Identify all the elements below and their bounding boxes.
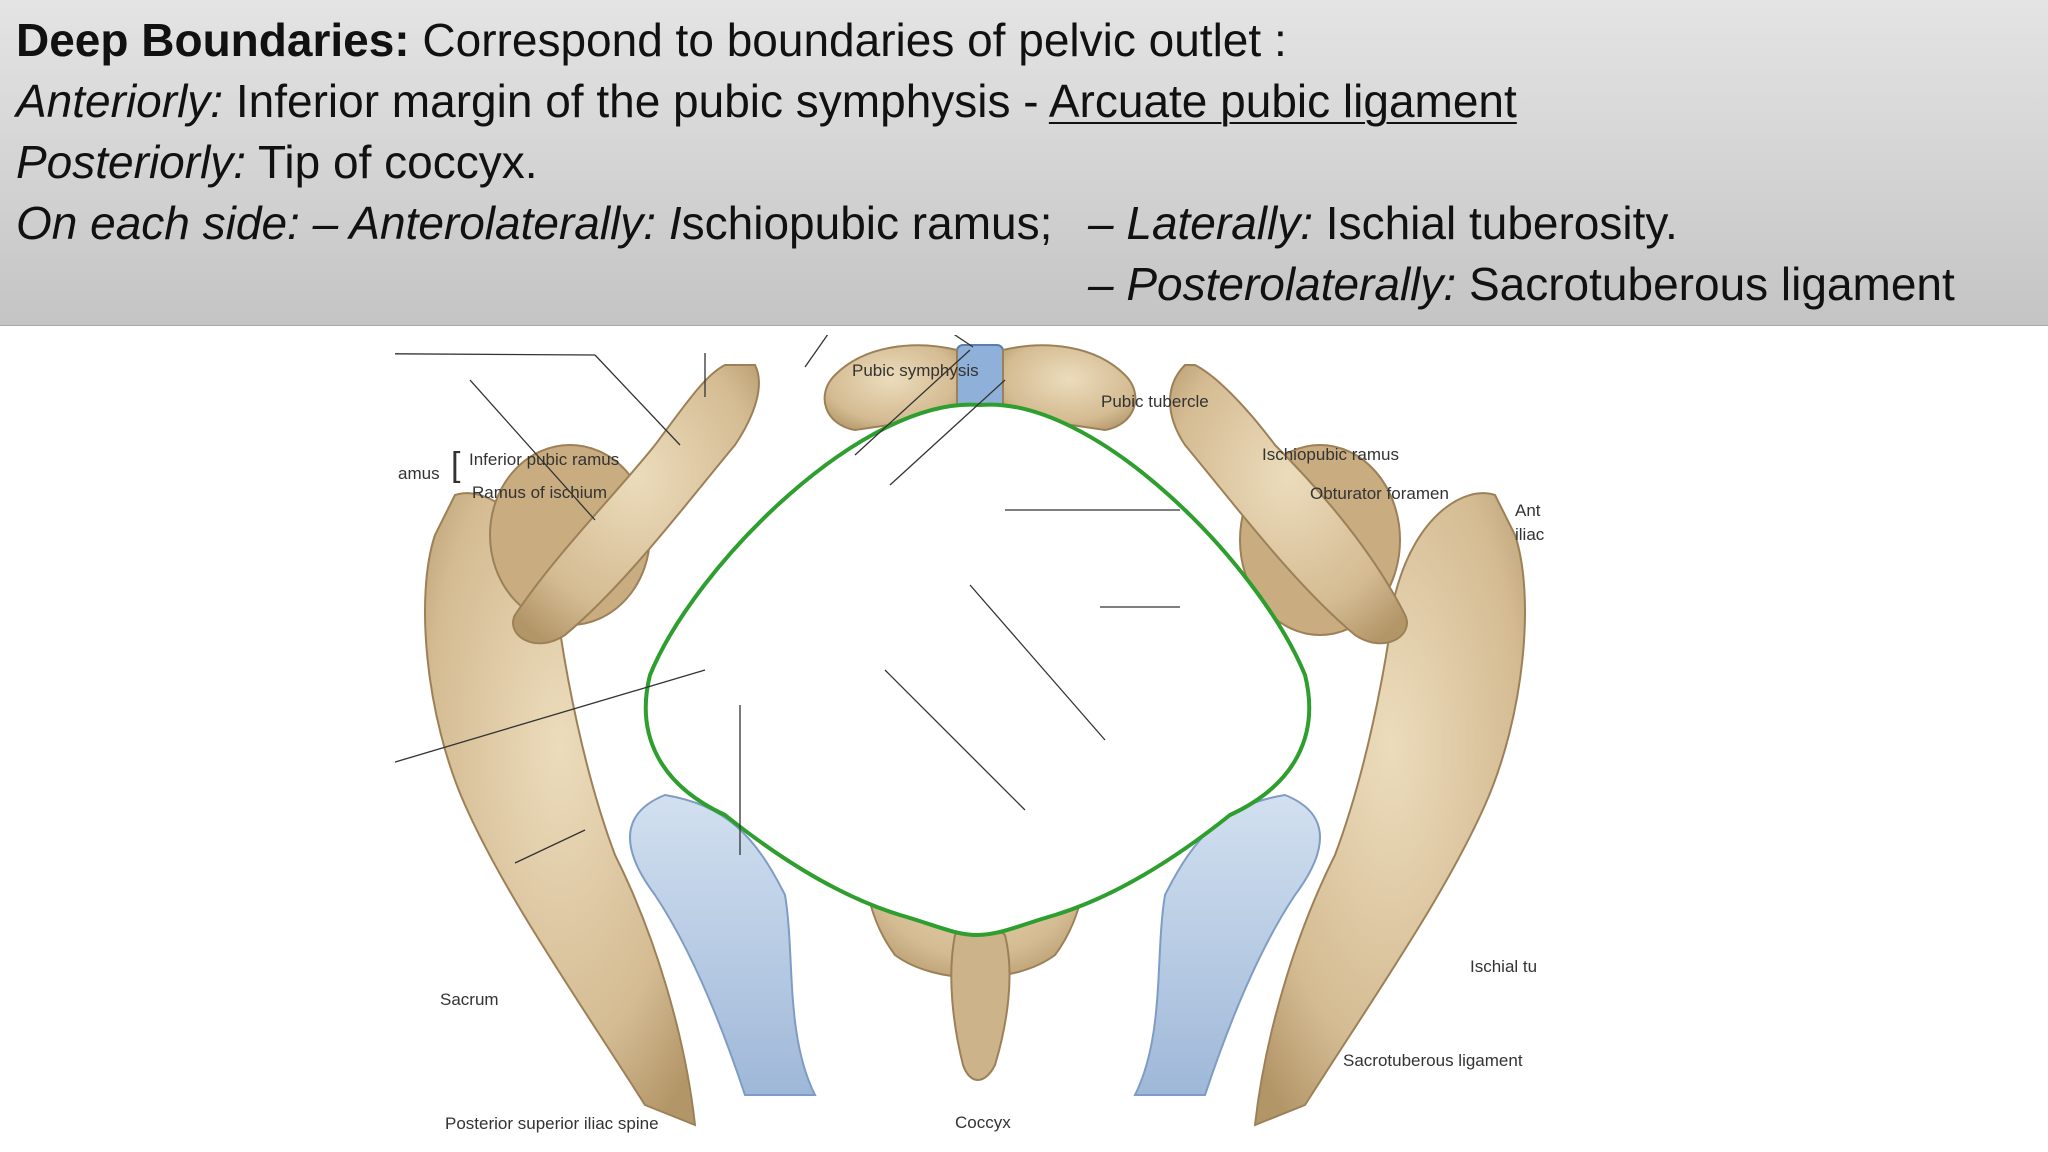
pubic-tubercle-leader — [804, 335, 829, 368]
ramus-ischium-leader — [469, 379, 596, 521]
sacrotuberous-leader — [884, 669, 1026, 811]
slide-header: Deep Boundaries: Correspond to boundarie… — [0, 0, 2048, 326]
leader-lines — [395, 335, 1180, 864]
heading-bold: Deep Boundaries: — [16, 14, 410, 66]
ischial-tuberosity-leader — [969, 584, 1106, 741]
right-pubic-body — [1002, 344, 1137, 432]
ischiopubic-leader — [854, 349, 971, 456]
anterior-line: Anteriorly: Inferior margin of the pubic… — [16, 71, 1517, 131]
lateral-label: – Laterally: — [1088, 197, 1314, 249]
pelvic-outlet-outline — [643, 402, 1312, 938]
psis-leader — [514, 829, 586, 864]
pelvis-illustration — [395, 335, 1526, 1127]
sides-label: On each side: – Anterolaterally: I — [16, 197, 682, 249]
arcuate-ligament-link[interactable]: Arcuate pubic ligament — [1048, 75, 1517, 127]
sides-text: schiopubic ramus; — [681, 197, 1053, 249]
obturator-leader — [889, 379, 1006, 486]
posterior-text: Tip of coccyx. — [246, 136, 538, 188]
anterior-text: Inferior margin of the pubic symphysis - — [223, 75, 1049, 127]
right-sacrotuberous-ligament — [1133, 793, 1321, 1096]
posterolateral-text: Sacrotuberous ligament — [1456, 258, 1955, 310]
inferior-pubic-ramus-leader — [594, 354, 681, 446]
posterior-label: Posteriorly: — [16, 136, 247, 188]
sacrum-leader — [395, 669, 706, 763]
lateral-line: – Laterally: Ischial tuberosity. — [1088, 193, 1678, 253]
anterior-label: Anteriorly: — [16, 75, 224, 127]
posterolateral-line: – Posterolaterally: Sacrotuberous ligame… — [1088, 254, 1955, 314]
lateral-text: Ischial tuberosity. — [1313, 197, 1678, 249]
heading-line: Deep Boundaries: Correspond to boundarie… — [16, 10, 1287, 70]
posterior-line: Posteriorly: Tip of coccyx. — [16, 132, 538, 192]
coccyx — [950, 926, 1011, 1081]
right-ischiopubic-ramus — [1169, 364, 1408, 645]
posterolateral-label: – Posterolaterally: — [1088, 258, 1457, 310]
left-ischiopubic-ramus — [512, 364, 760, 645]
left-sacrotuberous-ligament — [629, 793, 817, 1096]
sides-line: On each side: – Anterolaterally: Ischiop… — [16, 193, 1052, 253]
left-pubic-body — [823, 344, 958, 432]
heading-text: Correspond to boundaries of pelvic outle… — [409, 14, 1287, 66]
